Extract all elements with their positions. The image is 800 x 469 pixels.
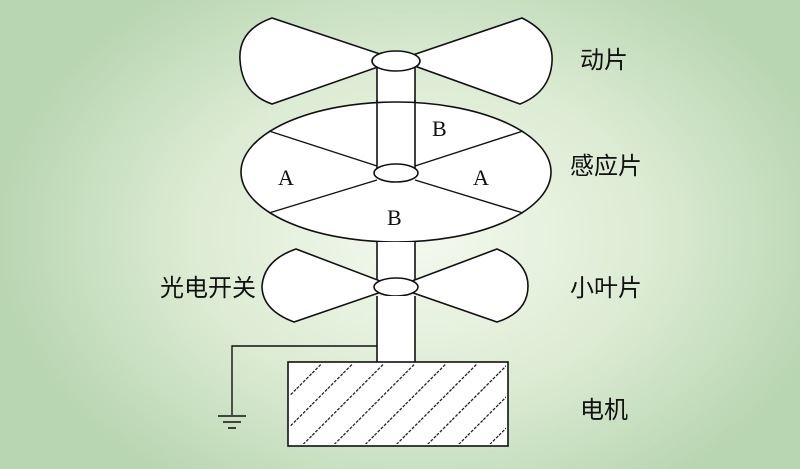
moving-blade	[239, 17, 553, 105]
label-motor: 电机	[580, 396, 628, 424]
ground-symbol	[218, 415, 246, 429]
label-moving-blade: 动片	[580, 46, 628, 74]
hub-top	[371, 50, 421, 72]
label-photo-switch: 光电开关	[160, 274, 256, 302]
segment-label-left: A	[278, 165, 294, 190]
segment-label-bottom: B	[387, 205, 402, 230]
segment-label-right: A	[473, 165, 489, 190]
segment-label-top: B	[432, 116, 447, 141]
label-small-blade: 小叶片	[570, 274, 642, 302]
label-sensor-disk: 感应片	[570, 152, 642, 180]
ground-wire	[231, 345, 377, 415]
small-blade	[261, 248, 529, 323]
shaft-lower	[376, 296, 416, 362]
sensor-disk	[240, 100, 552, 243]
motor-body	[287, 361, 509, 447]
